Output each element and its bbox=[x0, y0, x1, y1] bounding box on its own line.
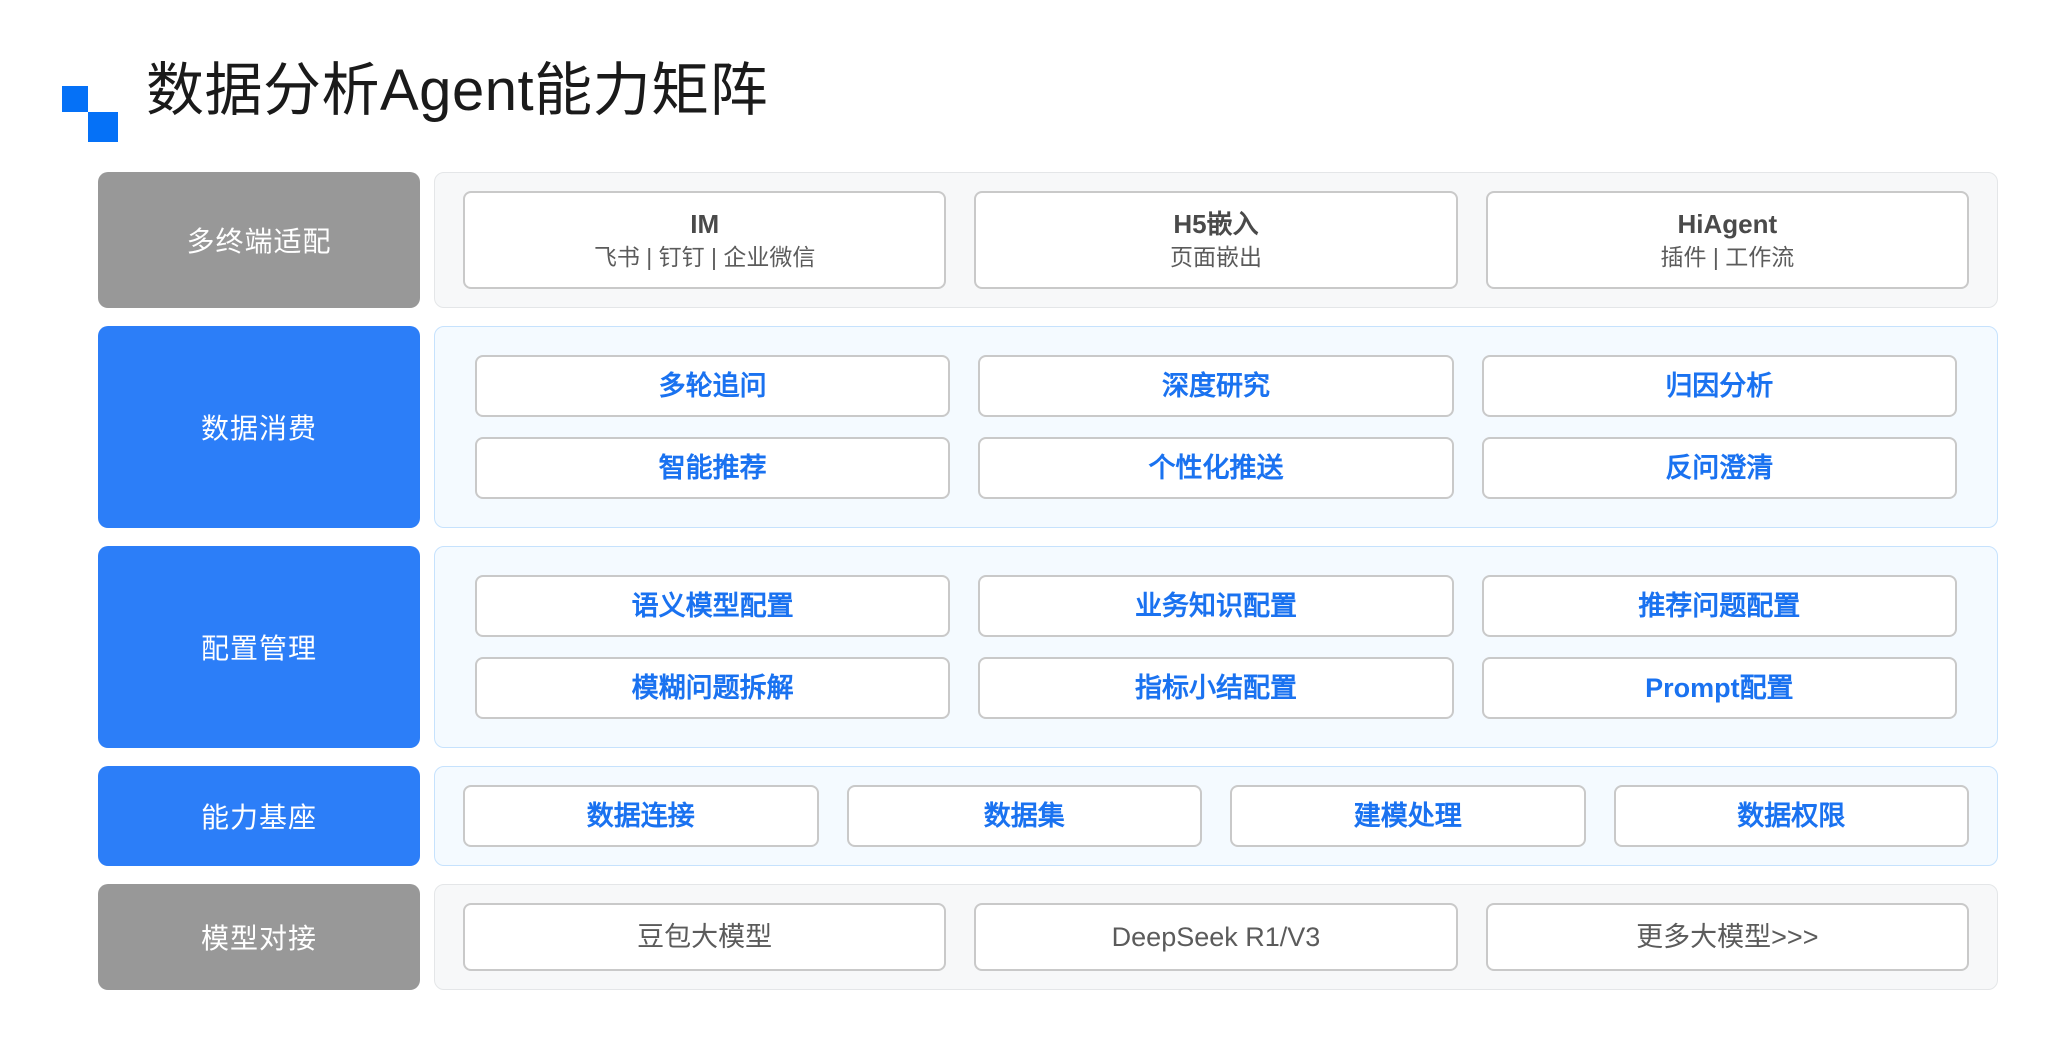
matrix-row-multi-terminal: 多终端适配 IM 飞书 | 钉钉 | 企业微信 H5嵌入 页面嵌出 HiAgen… bbox=[98, 172, 1998, 308]
row-label-config-management[interactable]: 配置管理 bbox=[98, 546, 420, 748]
card-label: 推荐问题配置 bbox=[1638, 591, 1801, 621]
card-doubao-llm[interactable]: 豆包大模型 bbox=[463, 903, 947, 971]
row-body-multi-terminal: IM 飞书 | 钉钉 | 企业微信 H5嵌入 页面嵌出 HiAgent 插件 |… bbox=[434, 172, 1998, 308]
card-ambiguous-question-decomposition[interactable]: 模糊问题拆解 bbox=[475, 657, 951, 719]
card-title: H5嵌入 bbox=[1173, 209, 1259, 239]
matrix-row-data-consumption: 数据消费 多轮追问 深度研究 归因分析 智能推荐 bbox=[98, 326, 1998, 528]
row-label-capability-base[interactable]: 能力基座 bbox=[98, 766, 420, 866]
row-label-text: 模型对接 bbox=[200, 923, 317, 954]
row-label-text: 数据消费 bbox=[200, 413, 317, 444]
card-business-knowledge-config[interactable]: 业务知识配置 bbox=[978, 575, 1454, 637]
card-label: 指标小结配置 bbox=[1134, 673, 1297, 703]
capability-matrix: 多终端适配 IM 飞书 | 钉钉 | 企业微信 H5嵌入 页面嵌出 HiAgen… bbox=[98, 172, 1998, 990]
page-title: 数据分析Agent能力矩阵 bbox=[146, 58, 769, 123]
card-label: 豆包大模型 bbox=[637, 922, 773, 952]
card-label: 深度研究 bbox=[1161, 371, 1270, 401]
card-dataset[interactable]: 数据集 bbox=[846, 785, 1202, 847]
card-label: 多轮追问 bbox=[658, 371, 767, 401]
row-body-config-management: 语义模型配置 业务知识配置 推荐问题配置 模糊问题拆解 指标小结配置 bbox=[434, 546, 1998, 748]
card-label: 业务知识配置 bbox=[1134, 591, 1297, 621]
card-subtitle: 页面嵌出 bbox=[1169, 244, 1262, 270]
card-deep-research[interactable]: 深度研究 bbox=[978, 355, 1454, 417]
card-line: 语义模型配置 业务知识配置 推荐问题配置 bbox=[475, 575, 1957, 637]
card-label: 智能推荐 bbox=[658, 453, 767, 483]
card-label: 个性化推送 bbox=[1148, 453, 1284, 483]
logo-square-lower-icon bbox=[88, 112, 118, 142]
card-label: 更多大模型>>> bbox=[1636, 922, 1819, 952]
row-label-text: 配置管理 bbox=[200, 633, 317, 664]
row-label-text: 多终端适配 bbox=[186, 226, 332, 257]
card-label: 数据权限 bbox=[1737, 801, 1846, 831]
card-modeling-processing[interactable]: 建模处理 bbox=[1230, 785, 1586, 847]
row-body-model-integration: 豆包大模型 DeepSeek R1/V3 更多大模型>>> bbox=[434, 884, 1998, 990]
card-multi-turn-followup[interactable]: 多轮追问 bbox=[475, 355, 951, 417]
row-label-model-integration[interactable]: 模型对接 bbox=[98, 884, 420, 990]
card-more-llm[interactable]: 更多大模型>>> bbox=[1485, 903, 1969, 971]
card-attribution-analysis[interactable]: 归因分析 bbox=[1481, 355, 1957, 417]
card-label: 模糊问题拆解 bbox=[631, 673, 794, 703]
matrix-row-config-management: 配置管理 语义模型配置 业务知识配置 推荐问题配置 模糊问题拆解 bbox=[98, 546, 1998, 748]
card-metric-summary-config[interactable]: 指标小结配置 bbox=[978, 657, 1454, 719]
card-label: 语义模型配置 bbox=[631, 591, 794, 621]
row-label-data-consumption[interactable]: 数据消费 bbox=[98, 326, 420, 528]
logo-square-upper-icon bbox=[62, 86, 88, 112]
card-label: 归因分析 bbox=[1665, 371, 1774, 401]
row-body-data-consumption: 多轮追问 深度研究 归因分析 智能推荐 个性化推送 bbox=[434, 326, 1998, 528]
matrix-row-model-integration: 模型对接 豆包大模型 DeepSeek R1/V3 更多大模型>>> bbox=[98, 884, 1998, 990]
card-personalized-push[interactable]: 个性化推送 bbox=[978, 437, 1454, 499]
card-deepseek-llm[interactable]: DeepSeek R1/V3 bbox=[974, 903, 1458, 971]
card-label: 反问澄清 bbox=[1665, 453, 1774, 483]
two-blue-squares-logo-icon bbox=[62, 70, 124, 142]
row-label-multi-terminal[interactable]: 多终端适配 bbox=[98, 172, 420, 308]
card-label: DeepSeek R1/V3 bbox=[1111, 922, 1321, 952]
card-hiagent[interactable]: HiAgent 插件 | 工作流 bbox=[1485, 191, 1969, 289]
card-clarifying-question[interactable]: 反问澄清 bbox=[1481, 437, 1957, 499]
row-label-text: 能力基座 bbox=[200, 802, 317, 833]
card-smart-recommendation[interactable]: 智能推荐 bbox=[475, 437, 951, 499]
slide-header: 数据分析Agent能力矩阵 bbox=[62, 56, 769, 142]
row-body-capability-base: 数据连接 数据集 建模处理 数据权限 bbox=[434, 766, 1998, 866]
card-line: 多轮追问 深度研究 归因分析 bbox=[475, 355, 1957, 417]
card-prompt-config[interactable]: Prompt配置 bbox=[1481, 657, 1957, 719]
card-h5-embed[interactable]: H5嵌入 页面嵌出 bbox=[974, 191, 1458, 289]
card-title: HiAgent bbox=[1677, 209, 1778, 239]
card-line: 模糊问题拆解 指标小结配置 Prompt配置 bbox=[475, 657, 1957, 719]
card-recommended-question-config[interactable]: 推荐问题配置 bbox=[1481, 575, 1957, 637]
card-label: 数据连接 bbox=[586, 801, 695, 831]
card-title: IM bbox=[690, 209, 720, 239]
card-data-permission[interactable]: 数据权限 bbox=[1613, 785, 1969, 847]
card-semantic-model-config[interactable]: 语义模型配置 bbox=[475, 575, 951, 637]
card-subtitle: 插件 | 工作流 bbox=[1660, 244, 1795, 270]
card-label: Prompt配置 bbox=[1645, 673, 1794, 703]
card-im[interactable]: IM 飞书 | 钉钉 | 企业微信 bbox=[463, 191, 947, 289]
card-line: 智能推荐 个性化推送 反问澄清 bbox=[475, 437, 1957, 499]
card-label: 建模处理 bbox=[1353, 801, 1462, 831]
matrix-row-capability-base: 能力基座 数据连接 数据集 建模处理 数据权限 bbox=[98, 766, 1998, 866]
card-label: 数据集 bbox=[983, 801, 1065, 831]
card-data-connection[interactable]: 数据连接 bbox=[463, 785, 819, 847]
card-subtitle: 飞书 | 钉钉 | 企业微信 bbox=[593, 244, 816, 270]
